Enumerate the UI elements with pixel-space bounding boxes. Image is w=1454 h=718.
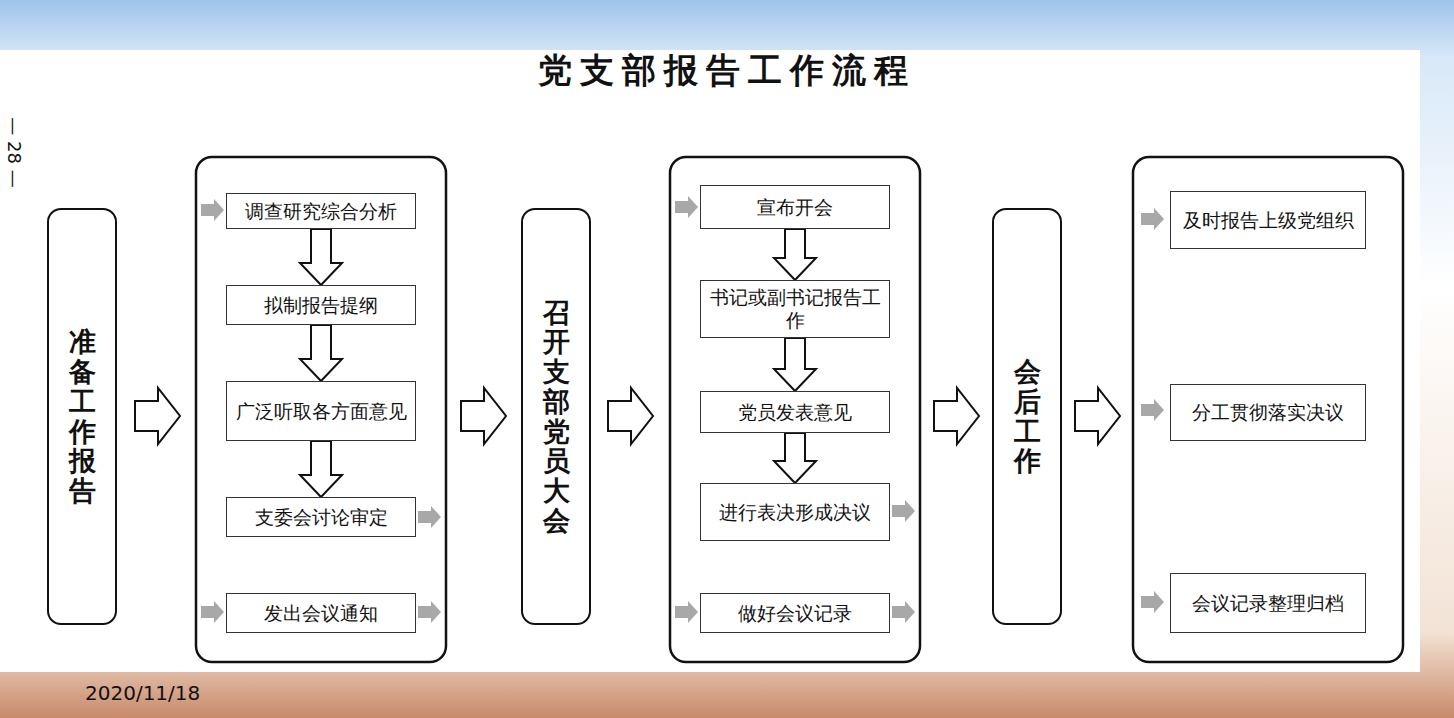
small-arrow: [675, 601, 698, 623]
diagram-title: 党支部报告工作流程: [538, 48, 916, 94]
flow-arrow: [774, 229, 816, 280]
flow-arrow: [774, 433, 816, 483]
step-label: 做好会议记录: [738, 602, 852, 625]
text-wrap: 做好会议记录: [738, 602, 852, 625]
text-wrap: 及时报告上级党组织: [1183, 209, 1354, 232]
group-frame: [196, 157, 446, 662]
process-box: 书记或副书记报告工作: [700, 280, 890, 338]
small-arrow: [892, 601, 915, 623]
stage-label: 召开支部党员大会: [543, 298, 570, 536]
text-wrap: 书记或副书记报告工作: [707, 286, 883, 332]
process-box: 党员发表意见: [700, 391, 890, 433]
stage-box: 召开支部党员大会: [521, 208, 591, 625]
small-arrow: [201, 199, 224, 221]
step-label: 会议记录整理归档: [1192, 592, 1344, 615]
flow-arrow: [300, 441, 342, 497]
hollow-arrow: [461, 388, 506, 444]
stage-label: 会后工作: [1014, 357, 1041, 476]
small-arrow: [1141, 208, 1164, 230]
process-box: 及时报告上级党组织: [1170, 191, 1366, 249]
hollow-arrow: [608, 388, 653, 444]
small-arrow: [418, 506, 441, 528]
step-label: 书记或副书记报告工作: [707, 286, 883, 332]
step-label: 党员发表意见: [738, 401, 852, 424]
hollow-arrow: [135, 388, 180, 444]
small-arrow: [1141, 399, 1164, 421]
flow-arrow: [774, 338, 816, 391]
step-label: 调查研究综合分析: [245, 200, 397, 223]
text-wrap: 发出会议通知: [264, 602, 378, 625]
process-box: 广泛听取各方面意见: [226, 381, 416, 441]
small-arrow: [892, 500, 915, 522]
step-label: 拟制报告提纲: [264, 294, 378, 317]
small-arrow: [1141, 591, 1164, 613]
step-label: 宣布开会: [757, 196, 833, 219]
step-label: 进行表决形成决议: [719, 501, 871, 524]
process-box: 会议记录整理归档: [1170, 573, 1366, 633]
text-wrap: 分工贯彻落实决议: [1192, 401, 1344, 424]
group-frame: [1133, 157, 1403, 662]
process-box: 分工贯彻落实决议: [1170, 384, 1366, 441]
stage-label: 准备工作报告: [69, 327, 96, 505]
text-wrap: 党员发表意见: [738, 401, 852, 424]
hollow-arrow: [934, 388, 979, 444]
hollow-arrow: [1075, 388, 1120, 444]
process-box: 调查研究综合分析: [226, 193, 416, 229]
text-wrap: 支委会讨论审定: [255, 506, 388, 529]
text-wrap: 会议记录整理归档: [1192, 592, 1344, 615]
step-label: 支委会讨论审定: [255, 506, 388, 529]
text-wrap: 召开支部党员大会: [543, 298, 570, 536]
process-box: 发出会议通知: [226, 593, 416, 633]
page-number: — 28 —: [4, 117, 25, 187]
date-label: 2020/11/18: [85, 681, 200, 705]
text-wrap: 准备工作报告: [69, 327, 96, 505]
process-box: 进行表决形成决议: [700, 483, 890, 541]
small-arrow: [675, 196, 698, 218]
step-label: 广泛听取各方面意见: [236, 400, 407, 423]
step-label: 及时报告上级党组织: [1183, 209, 1354, 232]
stage-box: 会后工作: [992, 208, 1062, 625]
white-panel: [0, 50, 1420, 672]
process-box: 宣布开会: [700, 185, 890, 229]
text-wrap: 进行表决形成决议: [719, 501, 871, 524]
group-frame: [670, 157, 920, 662]
flow-arrow: [300, 325, 342, 381]
process-box: 拟制报告提纲: [226, 285, 416, 325]
process-box: 做好会议记录: [700, 593, 890, 633]
flow-arrow: [300, 229, 342, 285]
small-arrow: [418, 601, 441, 623]
text-wrap: 拟制报告提纲: [264, 294, 378, 317]
text-wrap: 广泛听取各方面意见: [236, 400, 407, 423]
step-label: 发出会议通知: [264, 602, 378, 625]
text-wrap: 会后工作: [1014, 357, 1041, 476]
text-wrap: 宣布开会: [757, 196, 833, 219]
step-label: 分工贯彻落实决议: [1192, 401, 1344, 424]
stage-box: 准备工作报告: [47, 208, 117, 625]
process-box: 支委会讨论审定: [226, 497, 416, 537]
small-arrow: [201, 601, 224, 623]
text-wrap: 调查研究综合分析: [245, 200, 397, 223]
